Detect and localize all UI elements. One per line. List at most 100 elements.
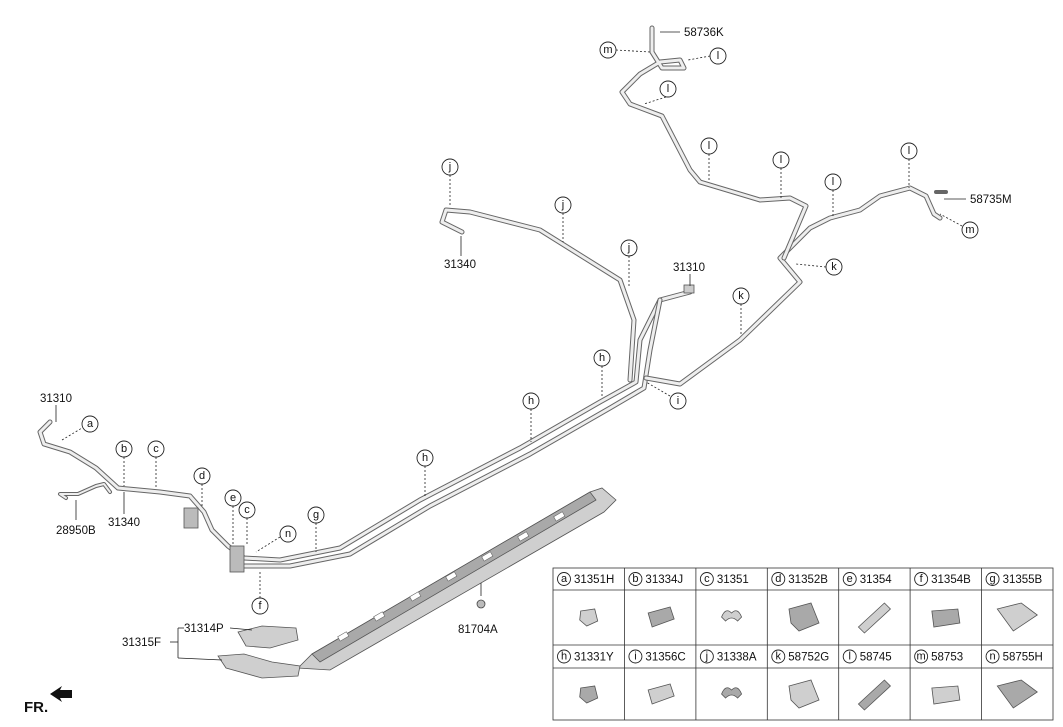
legend-item-a: a 31351H — [557, 572, 614, 627]
underbody-protector — [297, 487, 617, 671]
label-81704A: 81704A — [458, 624, 498, 636]
callout-l-1: l — [717, 50, 719, 62]
legend-letter: k — [776, 651, 782, 663]
legend-part-illustration — [931, 608, 961, 628]
legend-letter: j — [705, 651, 708, 663]
legend-letter-circle — [985, 649, 1000, 664]
legend-letter-circle — [771, 572, 786, 586]
fastener-81704A — [476, 583, 486, 609]
legend-part-shape — [721, 610, 743, 622]
legend-part-number: 31351H — [574, 574, 614, 586]
legend-item-b: b 31334J — [628, 572, 683, 628]
callout-e: e — [230, 492, 236, 504]
callout-c: c — [153, 443, 159, 455]
label-31310-mid: 31310 — [673, 262, 705, 274]
callout-c-second: c — [244, 504, 250, 516]
legend-part-shape — [996, 679, 1038, 709]
label-58736K: 58736K — [684, 27, 724, 39]
callout-a: a — [87, 418, 94, 430]
legend-part-number: 58753 — [931, 652, 963, 664]
legend-part-illustration — [996, 602, 1038, 632]
legend-letter-circle — [985, 572, 1000, 586]
legend-letter: n — [990, 651, 996, 663]
legend-part-number: 31351 — [717, 574, 749, 586]
callout-n: n — [285, 528, 291, 540]
callout-k-1: k — [831, 261, 837, 273]
label-31340-left: 31340 — [108, 517, 140, 529]
callout-m-2: m — [965, 224, 974, 236]
legend-letter: f — [920, 573, 924, 585]
callout-i: i — [677, 395, 679, 407]
legend-part-shape — [579, 685, 599, 704]
legend-letter-circle — [557, 572, 571, 586]
legend-part-shape — [788, 679, 820, 709]
label-58735M: 58735M — [970, 194, 1012, 206]
legend-part-illustration — [857, 602, 892, 634]
legend-letter-circle — [914, 649, 929, 664]
legend-part-shape — [931, 685, 961, 705]
legend-part-number: 31354 — [860, 574, 893, 586]
legend-part-illustration — [721, 610, 743, 622]
callout-h-3: h — [599, 352, 605, 364]
legend-part-shape — [788, 602, 820, 632]
legend-part-number: 31352B — [788, 574, 828, 586]
callout-k-2: k — [738, 290, 744, 302]
legend-part-illustration — [721, 687, 743, 699]
heat-shield-31315F — [217, 653, 301, 679]
legend-part-illustration — [857, 679, 892, 711]
legend-part-number: 31331Y — [574, 652, 614, 664]
callout-j-2: j — [561, 199, 564, 211]
callout-g: g — [313, 509, 319, 521]
callout-h-2: h — [528, 395, 534, 407]
callout-l-2: l — [667, 83, 669, 95]
legend-item-m: m 58753 — [914, 649, 963, 705]
legend-part-illustration — [996, 679, 1038, 709]
legend-letter: i — [634, 651, 636, 663]
legend-item-k: k 58752G — [771, 649, 829, 709]
legend-letter: l — [848, 651, 850, 663]
legend-letter-circle — [699, 572, 714, 586]
callout-j-1: j — [448, 161, 451, 173]
label-31310-left: 31310 — [40, 393, 72, 405]
legend-part-number: 58752G — [788, 652, 829, 664]
legend-letter-circle — [842, 572, 857, 586]
legend-letter-circle — [628, 649, 643, 664]
legend-part-shape — [721, 687, 743, 699]
legend-letter-circle — [842, 649, 857, 664]
legend-part-shape — [931, 608, 961, 628]
legend-part-shape — [996, 602, 1038, 632]
legend-part-illustration — [788, 602, 820, 632]
legend-letter: c — [704, 573, 710, 585]
legend-part-shape — [579, 608, 599, 627]
callout-l-5: l — [832, 176, 834, 188]
legend-part-illustration — [647, 683, 675, 705]
label-31340-top: 31340 — [444, 259, 476, 271]
legend-letter: m — [917, 651, 926, 663]
callout-l-6: l — [908, 145, 910, 157]
legend-part-number: 31355B — [1003, 574, 1043, 586]
legend-part-illustration — [579, 685, 599, 704]
legend-part-shape — [647, 606, 675, 628]
legend-letter-circle — [628, 572, 643, 586]
front-orientation: FR. — [24, 686, 72, 716]
legend-part-number: 31334J — [645, 574, 683, 586]
legend-letter-circle — [914, 572, 929, 586]
callout-f: f — [258, 600, 262, 612]
legend-letter: b — [632, 573, 638, 585]
legend-part-shape — [857, 679, 892, 711]
part-labels: 31310 28950B 31340 31340 31310 58736K 58… — [40, 27, 1012, 661]
legend-letter: a — [561, 573, 568, 585]
legend-part-shape — [647, 683, 675, 705]
front-arrow-icon — [50, 686, 72, 702]
callout-l-3: l — [708, 140, 710, 152]
callouts: a b c d e c n f g h h h i j — [61, 41, 979, 615]
label-31314P: 31314P — [184, 623, 224, 635]
label-28950B: 28950B — [56, 525, 96, 537]
